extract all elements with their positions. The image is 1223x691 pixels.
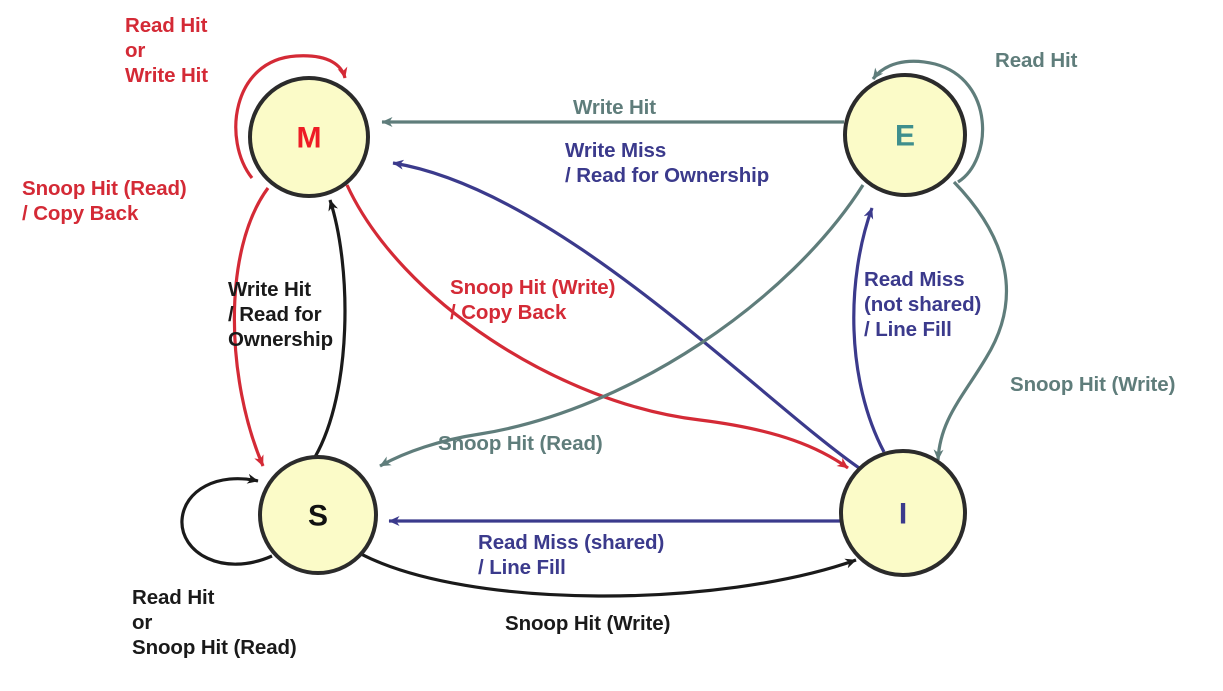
edge-i-to-m: [392, 159, 863, 472]
node-e[interactable]: E: [843, 73, 967, 197]
node-s-label: S: [308, 500, 328, 533]
node-e-circle[interactable]: [843, 73, 967, 197]
edge-label-e-to-m: Write Hit: [573, 96, 657, 119]
edge-label-m-to-s: Snoop Hit (Read) / Copy Back: [22, 177, 187, 225]
edge-label-i-to-m: Write Miss / Read for Ownership: [565, 139, 770, 187]
node-m[interactable]: M: [248, 76, 370, 198]
edge-s-to-i: [360, 552, 857, 598]
edge-label-e-to-i: Snoop Hit (Write): [1010, 373, 1176, 396]
node-s[interactable]: S: [258, 455, 378, 575]
edge-s-to-m: [313, 199, 347, 458]
edge-s-self: [180, 473, 273, 566]
node-s-circle[interactable]: [258, 455, 378, 575]
node-m-circle[interactable]: [248, 76, 370, 198]
edge-label-e-to-s: Snoop Hit (Read): [438, 432, 603, 455]
edge-e-to-s: [379, 184, 865, 468]
edge-label-i-to-s: Read Miss (shared) / Line Fill: [478, 531, 665, 579]
node-i-circle[interactable]: [839, 449, 967, 577]
edge-label-s-to-m: Write Hit / Read for Ownership: [228, 278, 334, 351]
node-e-label: E: [895, 120, 915, 153]
node-m-label: M: [297, 122, 322, 155]
edge-label-i-to-e: Read Miss (not shared) / Line Fill: [864, 268, 982, 341]
node-i-label: I: [899, 498, 907, 531]
edge-e-to-i: [933, 180, 1009, 461]
edge-label-e-self: Read Hit: [995, 49, 1078, 72]
edge-m-self: [234, 54, 348, 179]
edge-label-m-self: Read Hit or Write Hit: [125, 14, 209, 87]
edge-m-to-s: [232, 187, 270, 467]
edge-label-m-to-i: Snoop Hit (Write) / Copy Back: [450, 276, 616, 324]
edge-i-to-e: [852, 207, 886, 453]
edge-m-to-i: [345, 184, 849, 470]
edge-e-self: [871, 59, 985, 184]
edge-label-s-to-i: Snoop Hit (Write): [505, 612, 671, 635]
edge-label-s-self: Read Hit or Snoop Hit (Read): [132, 586, 297, 659]
node-i[interactable]: I: [839, 449, 967, 577]
